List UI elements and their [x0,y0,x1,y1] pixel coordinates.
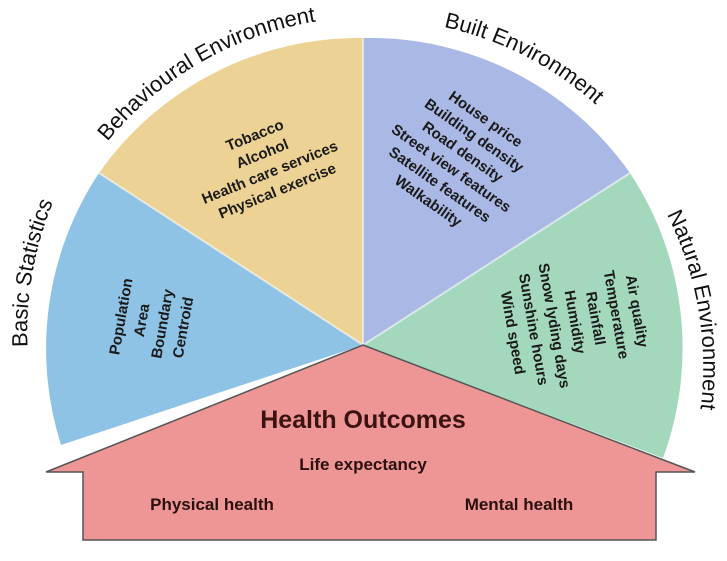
health-outcomes-title: Health Outcomes [260,406,466,434]
basic-statistics-sector [46,173,363,445]
behavioural-environment-sector [99,37,363,345]
mental-health-label: Mental health [465,495,574,514]
natural-environment-sector [363,173,683,458]
built-environment-sector [363,37,630,345]
life-expectancy-label: Life expectancy [299,455,427,474]
health-outcomes-house [45,344,696,541]
basic-item: Area [131,302,154,338]
sector-dividers [98,38,631,346]
physical-health-label: Physical health [150,495,274,514]
